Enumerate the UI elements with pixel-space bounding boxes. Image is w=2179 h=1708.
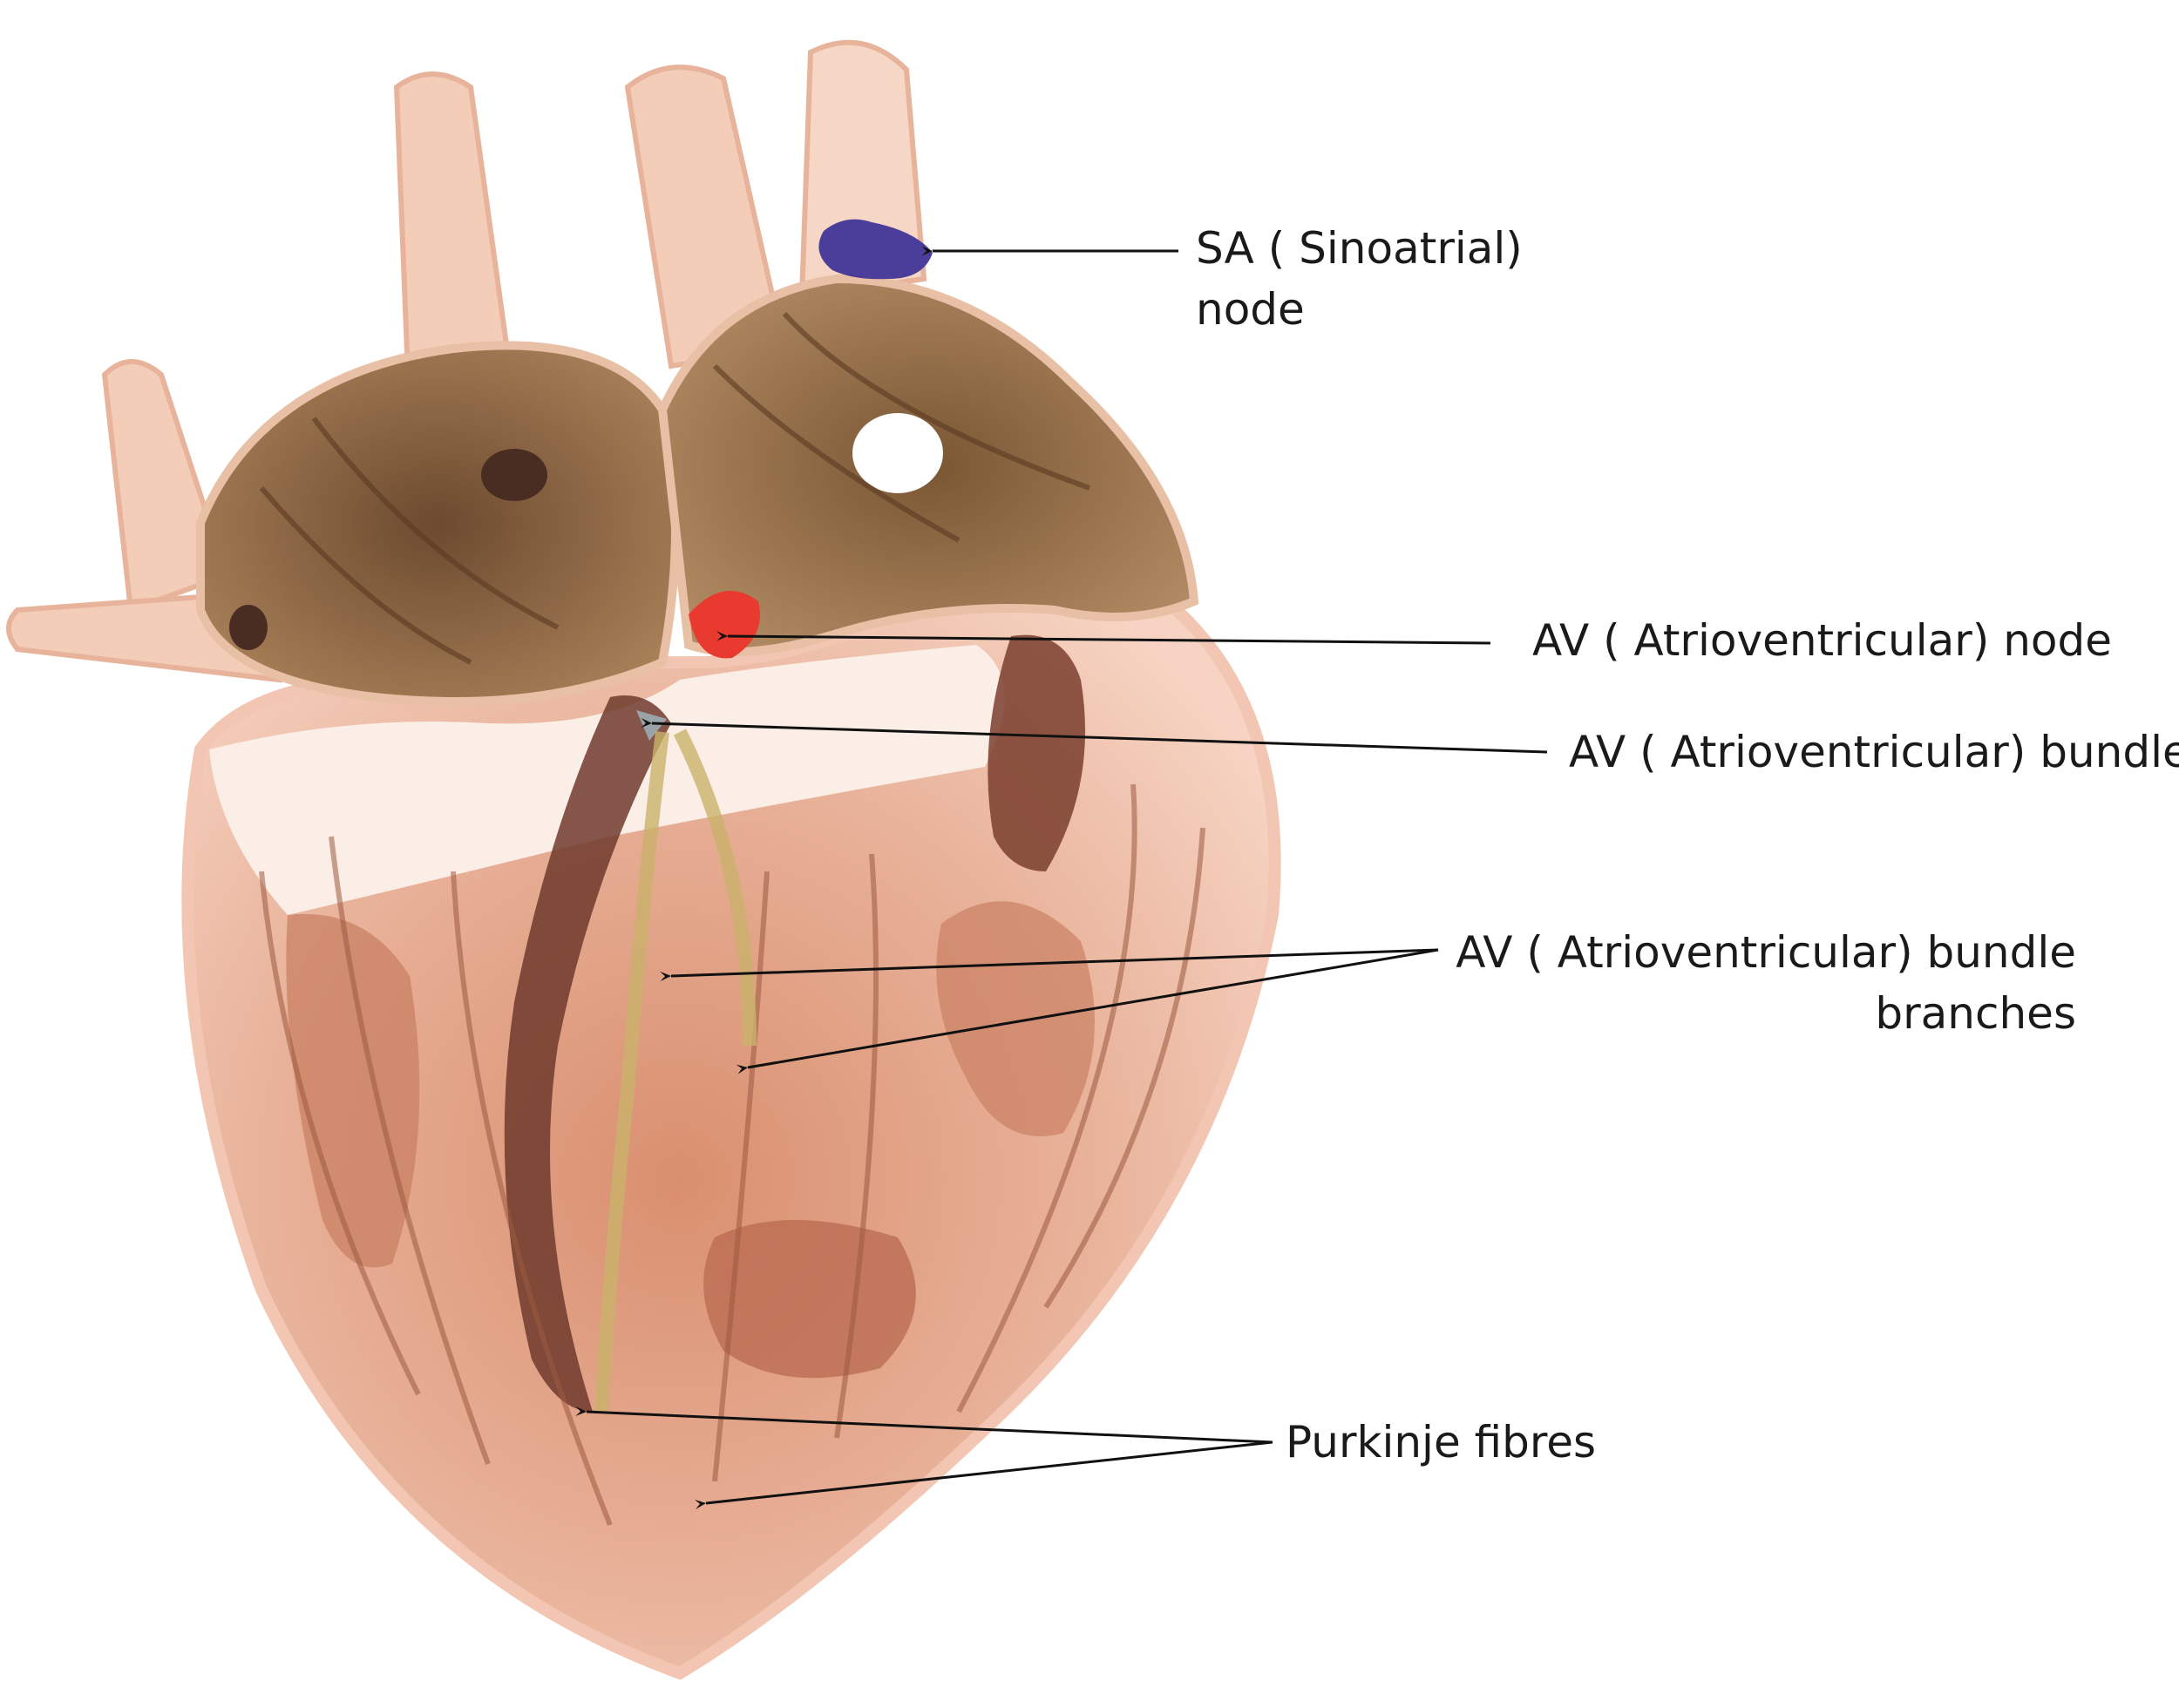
purkinje-label-line1: Purkinje fibres — [1286, 1417, 1597, 1467]
lower-chamber — [703, 1220, 916, 1379]
atrium-dark-spot-2 — [229, 605, 268, 650]
atrium-striations — [259, 311, 1091, 665]
bundle-branches-label-line1: AV ( Atrioventricular) bundle — [1456, 927, 2076, 978]
purkinje-leader-1 — [575, 1406, 1273, 1444]
av-node — [689, 591, 760, 659]
purkinje-label: Purkinje fibres — [1286, 1412, 1596, 1473]
bundle-branch-leader-2 — [736, 948, 1439, 1074]
sa-node-label-line1: SA ( Sinoatrial) — [1196, 223, 1523, 274]
vessel-3 — [624, 64, 788, 369]
septum-dark-band — [504, 695, 671, 1412]
sa-node — [818, 219, 933, 280]
av-node-label-line1: AV ( Atrioventricular) node — [1532, 615, 2113, 666]
av-bundle-label: AV ( Atrioventricular) bundle — [1569, 722, 2179, 783]
left-chamber — [286, 913, 420, 1268]
av-bundle-label-line1: AV ( Atrioventricular) bundle — [1569, 727, 2179, 777]
vessel-2 — [393, 71, 518, 422]
heart-illustration — [6, 39, 1281, 1680]
muscle-striations — [259, 783, 1205, 1527]
bundle-branches-label-line2: branches — [1875, 988, 2076, 1039]
right-lower-chamber — [936, 901, 1095, 1136]
right-chamber-dark — [988, 634, 1085, 871]
leader-lines — [575, 246, 1548, 1509]
sa-node-label-line2: node — [1196, 284, 1305, 335]
right-atrium — [196, 341, 680, 706]
purkinje-leader-2 — [694, 1440, 1273, 1509]
sa-node-label: SA ( Sinoatrial) node — [1196, 218, 1523, 340]
av-node-label: AV ( Atrioventricular) node — [1532, 610, 2112, 671]
bundle-branch-right — [673, 729, 757, 1047]
bundle-branches-label: AV ( Atrioventricular) bundle branches — [1456, 922, 2076, 1044]
atrium-dark-spot — [481, 449, 547, 501]
bundle-branch-left — [594, 731, 669, 1413]
bundle-branch-leader-1 — [660, 948, 1439, 982]
av-bundle-leader — [641, 717, 1548, 754]
av-node-leader — [716, 631, 1491, 645]
atrium-opening — [852, 413, 943, 493]
